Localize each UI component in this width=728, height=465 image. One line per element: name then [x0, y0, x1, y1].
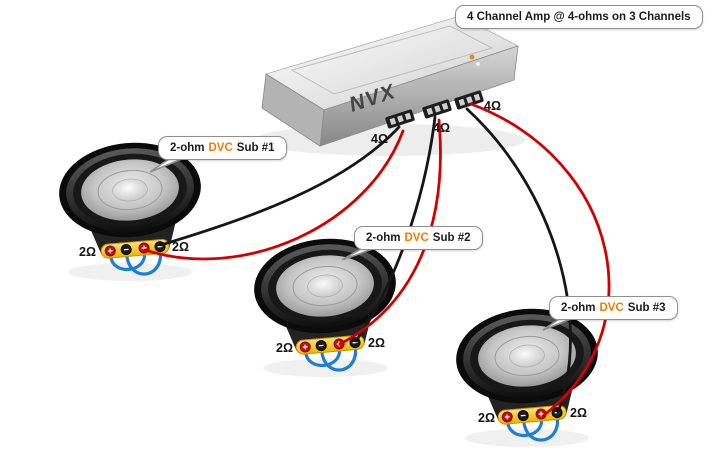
sub3-right-coil-impedance: 2Ω: [570, 406, 587, 420]
amp-terminal-block-1: [385, 109, 415, 129]
red-wire-sub1: [143, 129, 405, 261]
speaker-wires: [143, 102, 611, 418]
amp-lid-inset: [290, 25, 494, 95]
sub1-callout-dvc: DVC: [208, 142, 233, 154]
black-wire-sub1: [159, 125, 401, 247]
sub1-callout-prefix: 2-ohm: [170, 142, 205, 154]
amp-channel3-impedance: 4Ω: [484, 99, 501, 113]
amp-callout-text: 4 Channel Amp @ 4-ohms on 3 Channels: [467, 11, 691, 23]
sub2-left-coil-impedance: 2Ω: [276, 341, 293, 355]
sub2-right-coil-impedance: 2Ω: [368, 336, 385, 350]
sub2-callout-suffix: Sub #2: [432, 232, 471, 244]
amp-channel1-impedance: 4Ω: [371, 132, 388, 146]
red-wire-sub3: [469, 102, 611, 418]
sub1-shadow: [68, 263, 192, 281]
sub1-right-coil-impedance: 2Ω: [172, 240, 189, 254]
sub3-callout-suffix: Sub #3: [627, 302, 666, 314]
sub3-callout-dvc: DVC: [599, 302, 624, 314]
sub3-callout-prefix: 2-ohm: [561, 302, 596, 314]
amp-terminal-block-2: [422, 99, 452, 119]
sub3-callout: 2-ohm DVC Sub #3: [549, 296, 678, 320]
amp-channel2-impedance: 4Ω: [433, 121, 450, 135]
amp-indicator-led: [469, 54, 475, 60]
sub2-callout-prefix: 2-ohm: [366, 232, 401, 244]
sub2-callout: 2-ohm DVC Sub #2: [354, 226, 483, 250]
black-wire-sub3: [465, 107, 572, 414]
sub2-shadow: [263, 359, 387, 377]
subwoofer-2: [248, 231, 405, 379]
sub3-shadow: [465, 429, 589, 447]
amp-left-face: [261, 73, 325, 147]
sub1-callout-suffix: Sub #1: [236, 142, 275, 154]
amp-callout: 4 Channel Amp @ 4-ohms on 3 Channels: [455, 5, 703, 29]
amp-power-led: [476, 62, 480, 66]
red-wire-sub2: [338, 118, 442, 346]
sub2-callout-dvc: DVC: [404, 232, 429, 244]
sub1-left-coil-impedance: 2Ω: [79, 245, 96, 259]
sub1-callout: 2-ohm DVC Sub #1: [158, 136, 287, 160]
amp-terminal-block-3: [454, 90, 484, 110]
amplifier: NVX: [261, 15, 520, 147]
sub3-left-coil-impedance: 2Ω: [478, 411, 495, 425]
